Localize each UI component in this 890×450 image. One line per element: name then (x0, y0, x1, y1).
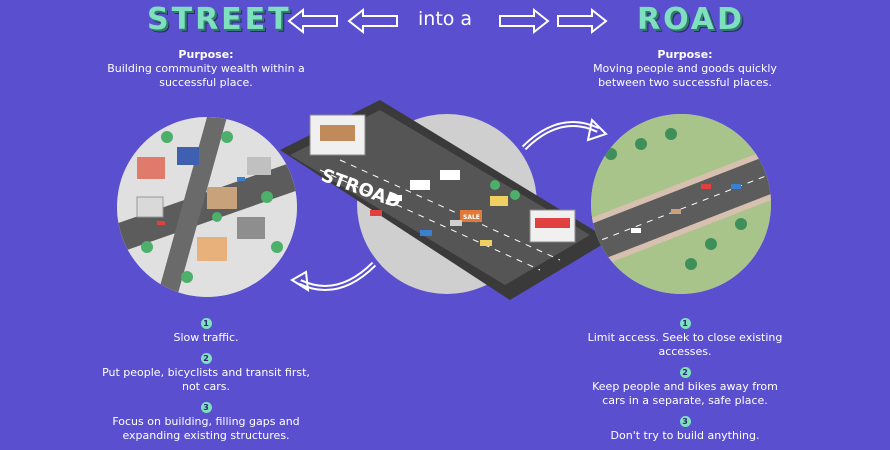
road-purpose: Purpose: Moving people and goods quickly… (582, 48, 788, 90)
curved-arrow-icon (521, 117, 608, 151)
road-purpose-heading: Purpose: (657, 48, 713, 61)
street-purpose-heading: Purpose: (178, 48, 234, 61)
list-item: 1 Limit access. Seek to close existing a… (580, 316, 790, 359)
list-item-text: Focus on building, filling gaps and expa… (112, 415, 300, 442)
road-guidelines: 1 Limit access. Seek to close existing a… (580, 316, 790, 449)
left-arrow-icon (287, 8, 338, 34)
step-number: 3 (679, 416, 691, 427)
step-number: 1 (679, 318, 691, 329)
right-arrow-icon (557, 8, 608, 34)
sale-sign-label: SALE (463, 214, 480, 221)
list-item-text: Put people, bicyclists and transit first… (102, 366, 310, 393)
connector-text: into a (418, 8, 473, 30)
street-purpose: Purpose: Building community wealth withi… (100, 48, 312, 90)
curved-arrow-icon (290, 261, 377, 292)
step-number: 1 (200, 318, 212, 329)
road-purpose-text: Moving people and goods quickly between … (593, 62, 777, 89)
step-number: 3 (200, 402, 212, 413)
stroad-illustration: STROAD SALE (280, 100, 610, 300)
list-item-text: Slow traffic. (173, 331, 239, 344)
road-illustration (591, 114, 771, 294)
left-arrow-icon (347, 8, 398, 34)
street-scene-image (117, 117, 297, 297)
street-title: STREET (147, 2, 292, 37)
road-scene-image (591, 114, 771, 294)
right-arrow-icon (499, 8, 550, 34)
step-number: 2 (679, 367, 691, 378)
list-item: 1 Slow traffic. (100, 316, 312, 345)
list-item-text: Keep people and bikes away from cars in … (592, 380, 778, 407)
list-item-text: Don't try to build anything. (610, 429, 760, 442)
street-purpose-text: Building community wealth within a succe… (107, 62, 305, 89)
list-item: 2 Put people, bicyclists and transit fir… (100, 351, 312, 394)
street-guidelines: 1 Slow traffic. 2 Put people, bicyclists… (100, 316, 312, 449)
street-illustration (117, 117, 297, 297)
list-item: 2 Keep people and bikes away from cars i… (580, 365, 790, 408)
list-item: 3 Focus on building, filling gaps and ex… (100, 400, 312, 443)
road-title: ROAD (637, 2, 745, 37)
list-item: 3 Don't try to build anything. (580, 414, 790, 443)
step-number: 2 (200, 353, 212, 364)
list-item-text: Limit access. Seek to close existing acc… (587, 331, 783, 358)
